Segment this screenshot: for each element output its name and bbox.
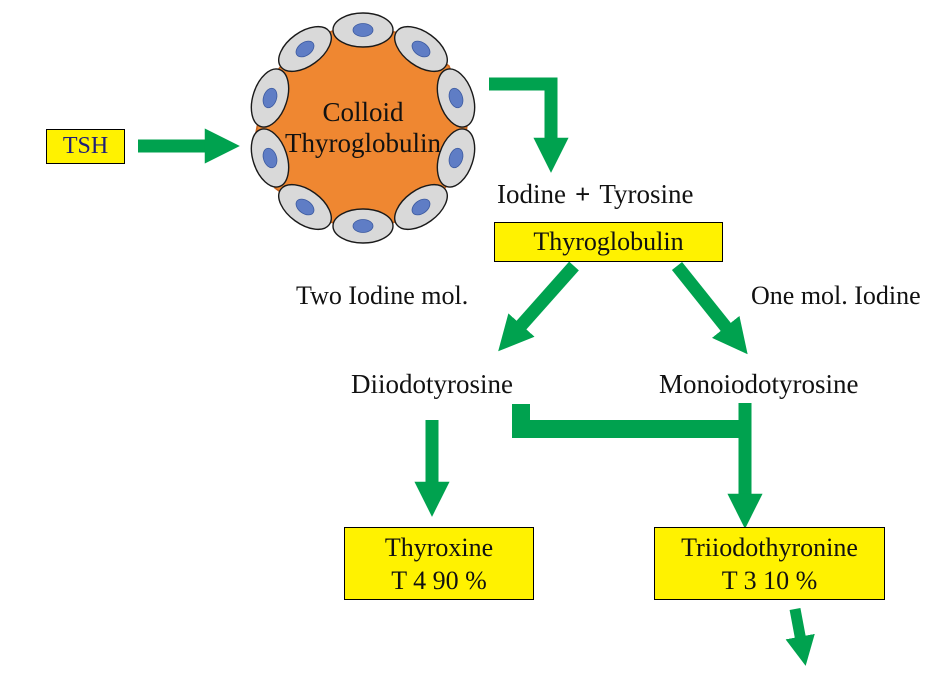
follicle-cell <box>278 25 332 73</box>
diiodotyrosine-label: Diiodotyrosine <box>351 369 513 399</box>
cell-nucleus <box>295 40 315 58</box>
follicle-caption-line2: Thyroglobulin <box>285 128 441 158</box>
follicle-cell-body <box>332 208 394 244</box>
follicle-cell-body <box>278 25 332 73</box>
tsh-box: TSH <box>46 129 125 164</box>
cell-nucleus <box>295 198 315 216</box>
follicle-caption-line1: Colloid <box>322 97 404 127</box>
follicle-cell-body <box>332 12 394 48</box>
monoiodotyrosine-label: Monoiodotyrosine <box>659 369 859 399</box>
cell-nucleus <box>411 198 431 216</box>
thyroglobulin-box: Thyroglobulin <box>494 222 723 262</box>
cell-nucleus <box>352 219 374 233</box>
arrow-follicle-to-iodination <box>489 77 569 173</box>
iodine-text: Iodine <box>497 179 566 209</box>
plus-sign: + <box>574 179 591 209</box>
arrow-thyroglobulin-to-diiodotyrosine <box>498 261 579 352</box>
thyroxine-box: Thyroxine T 4 90 % <box>344 527 534 600</box>
follicle-cell <box>278 183 332 231</box>
follicle-cell <box>394 25 448 73</box>
thyroxine-percentage: T 4 90 % <box>391 565 487 595</box>
follicle-caption: Colloid Thyroglobulin <box>253 97 473 159</box>
one-iodine-label: One mol. Iodine <box>751 281 921 310</box>
follicle-cell-body <box>394 25 448 73</box>
tyrosine-text: Tyrosine <box>599 179 694 209</box>
follicle-cell-body <box>278 183 332 231</box>
thyroglobulin-label: Thyroglobulin <box>533 227 684 256</box>
follicle-cell <box>394 183 448 231</box>
iodine-tyrosine-label: Iodine + Tyrosine <box>497 179 693 210</box>
two-iodine-label: Two Iodine mol. <box>296 281 469 310</box>
arrow-thyroglobulin-to-monoiodotyrosine <box>671 261 748 355</box>
follicle-cell <box>332 12 394 48</box>
follicle-cell-body <box>394 183 448 231</box>
cell-nucleus <box>411 40 431 58</box>
arrow-triiodothyronine-output <box>785 607 815 666</box>
triiodothyronine-percentage: T 3 10 % <box>721 565 818 595</box>
triiodothyronine-box: Triiodothyronine T 3 10 % <box>654 527 885 600</box>
tsh-label: TSH <box>62 133 109 159</box>
follicle-cell <box>332 208 394 244</box>
triiodothyronine-label: Triiodothyronine <box>681 532 858 562</box>
cell-nucleus <box>352 23 374 37</box>
thyroxine-label: Thyroxine <box>384 532 494 562</box>
